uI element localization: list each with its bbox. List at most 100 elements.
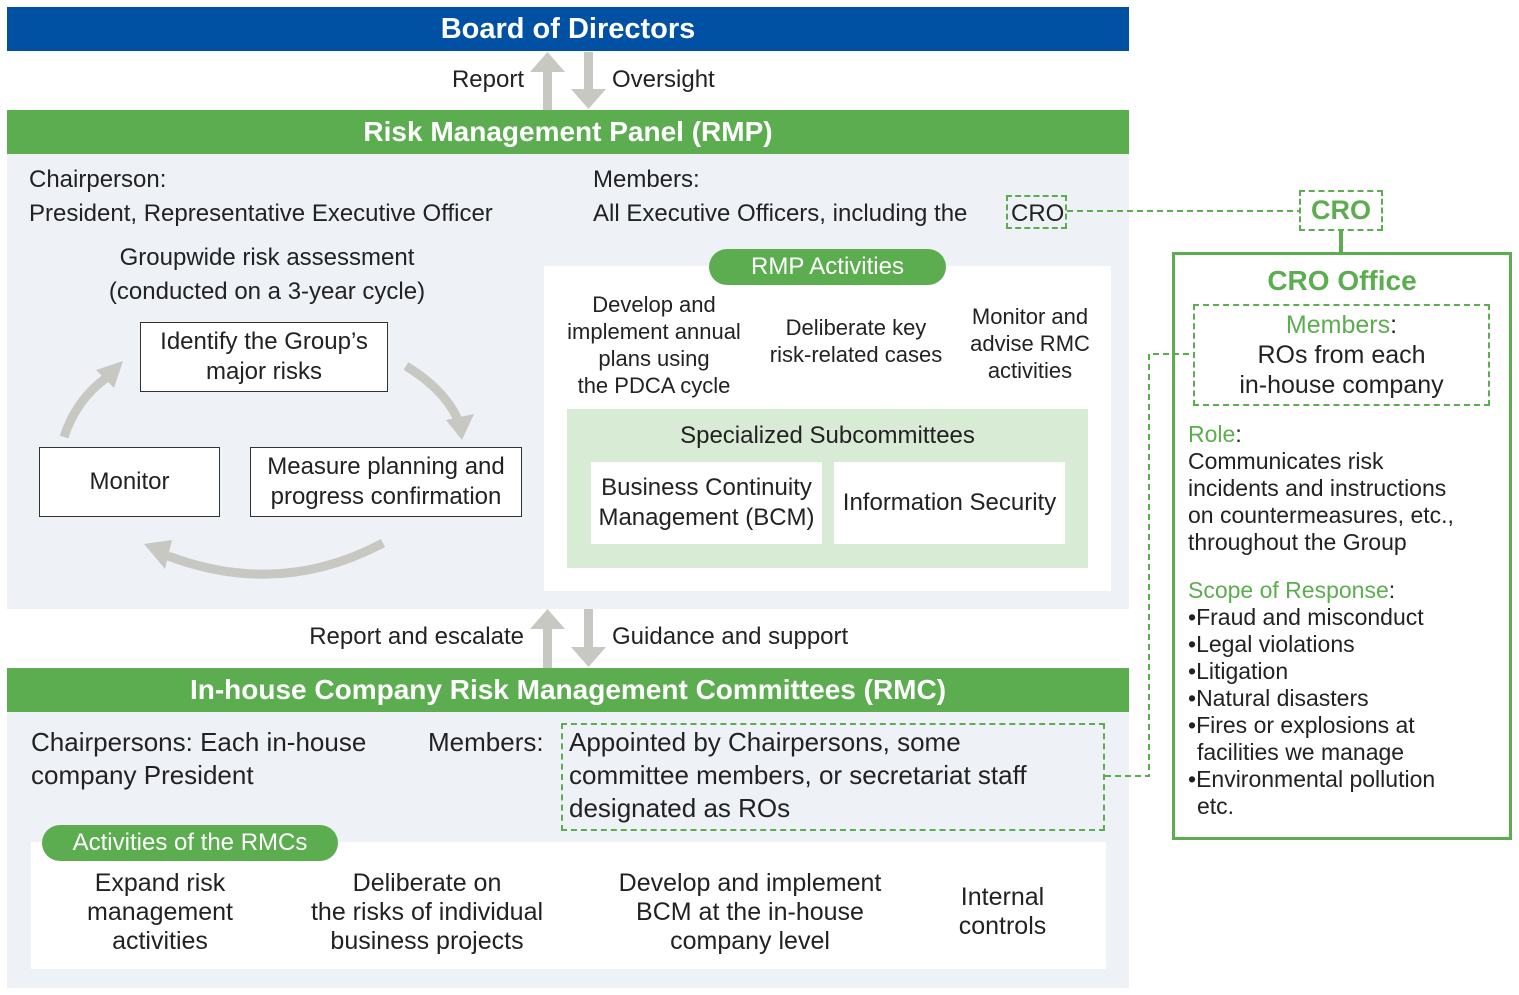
rmp-title: Risk Management Panel (RMP) bbox=[363, 116, 773, 147]
rmc-activity-bcm: Develop and implement BCM at the in-hous… bbox=[595, 869, 905, 956]
scope-item-etc: etc. bbox=[1197, 793, 1235, 819]
rmc-header-bar: In-house Company Risk Management Committ… bbox=[7, 668, 1129, 712]
cro-dashed-box bbox=[1299, 190, 1383, 231]
deliberate-projects-line2: the risks of individual bbox=[310, 898, 544, 926]
rmc-members-label: Members: bbox=[428, 727, 544, 757]
cycle-title-line1: Groupwide risk assessment bbox=[119, 244, 415, 271]
scope-item-facilities: facilities we manage bbox=[1197, 739, 1405, 765]
deliberate-line1: Deliberate key bbox=[785, 315, 927, 340]
scope-item-legal: •Legal violations bbox=[1188, 631, 1355, 657]
measure-line1: Measure planning and bbox=[267, 453, 505, 480]
scope-item-fraud: •Fraud and misconduct bbox=[1188, 604, 1424, 630]
cro-office-title: CRO Office bbox=[1267, 265, 1417, 296]
monitor-rmc-line3: activities bbox=[987, 358, 1073, 383]
cro-role-colon: : bbox=[1235, 421, 1242, 447]
report-escalate-label: Report and escalate bbox=[309, 623, 524, 650]
cro-members-line2: in-house company bbox=[1239, 371, 1444, 399]
rmc-chair-line2: company President bbox=[31, 760, 254, 790]
measure-line2: progress confirmation bbox=[270, 483, 502, 510]
expand-line2: management bbox=[87, 898, 233, 926]
report-label: Report bbox=[451, 66, 524, 93]
rmc-activities-label: Activities of the RMCs bbox=[72, 829, 308, 856]
rmp-header-bar: Risk Management Panel (RMP) bbox=[7, 110, 1129, 154]
deliberate-line2: risk-related cases bbox=[769, 342, 943, 367]
subcommittees-title: Specialized Subcommittees bbox=[680, 422, 975, 449]
rmc-members-value: Appointed by Chairpersons, some committe… bbox=[569, 726, 1027, 825]
cro-members: Members: ROs from each in-house company bbox=[1193, 310, 1490, 400]
guidance-support-label: Guidance and support bbox=[612, 623, 849, 650]
rmp-chair-label: Chairperson: bbox=[29, 166, 167, 193]
report-up-arrow bbox=[530, 52, 565, 110]
guidance-down-arrow bbox=[571, 609, 606, 667]
identify-risks-box: Identify the Group’s major risks bbox=[140, 322, 388, 392]
cro-label: CRO bbox=[1311, 195, 1371, 225]
cro-scope: Scope of Response: •Fraud and misconduct… bbox=[1188, 577, 1508, 820]
cro-members-dashed-box bbox=[1193, 304, 1490, 406]
cro-role-line4: throughout the Group bbox=[1188, 529, 1407, 555]
monitor-box: Monitor bbox=[39, 447, 220, 517]
cro-role: Role: Communicates risk incidents and in… bbox=[1188, 421, 1508, 556]
rmp-members-cro: CRO bbox=[1011, 200, 1065, 227]
cycle-arrow-measure-to-monitor bbox=[144, 539, 386, 579]
internal-line1: Internal bbox=[960, 883, 1045, 911]
oversight-label: Oversight bbox=[612, 66, 715, 93]
report-escalate-up-arrow bbox=[530, 609, 565, 668]
bcm-line2: Management (BCM) bbox=[598, 504, 815, 531]
pdca-line2: implement annual bbox=[567, 319, 741, 344]
expand-line1: Expand risk bbox=[94, 869, 226, 897]
ro-dashed-connector bbox=[1105, 353, 1193, 777]
cro-members-line1: ROs from each bbox=[1257, 341, 1426, 369]
rmp-chair-value: President, Representative Executive Offi… bbox=[29, 200, 493, 227]
deliberate-projects-line3: business projects bbox=[330, 927, 524, 955]
cro-members-colon: : bbox=[1390, 311, 1398, 339]
identify-line2: major risks bbox=[205, 358, 322, 385]
expand-line3: activities bbox=[112, 927, 208, 955]
oversight-down-arrow bbox=[571, 52, 606, 109]
measure-planning-box: Measure planning and progress confirmati… bbox=[250, 447, 522, 517]
rmp-cro-dashed-box bbox=[1006, 195, 1067, 229]
cycle-title-line2: (conducted on a 3-year cycle) bbox=[108, 278, 426, 305]
board-of-directors-bar: Board of Directors bbox=[7, 7, 1129, 51]
cro-scope-label: Scope of Response bbox=[1188, 577, 1389, 603]
rmc-activity-expand: Expand risk management activities bbox=[50, 869, 270, 956]
cycle-arrow-identify-to-measure bbox=[403, 362, 474, 440]
rmp-members-value: All Executive Officers, including the bbox=[593, 200, 968, 227]
cro-members-label: Members bbox=[1285, 311, 1391, 339]
rmc-activities-panel bbox=[31, 842, 1106, 969]
board-title: Board of Directors bbox=[440, 12, 696, 45]
scope-item-fires: •Fires or explosions at bbox=[1188, 712, 1415, 738]
cro-office-box bbox=[1172, 252, 1512, 840]
cro-scope-colon: : bbox=[1388, 577, 1396, 603]
bcm-box: Business Continuity Management (BCM) bbox=[591, 462, 822, 544]
rmc-chair: Chairpersons: Each in-house company Pres… bbox=[31, 726, 366, 792]
cro-role-label: Role bbox=[1188, 421, 1236, 447]
cycle-arrow-monitor-to-identify bbox=[59, 361, 123, 439]
rmc-activity-internal-controls: Internal controls bbox=[925, 883, 1080, 941]
rmc-members-line2: committee members, or secretariat staff bbox=[569, 760, 1027, 790]
rmc-members-line3: designated as ROs bbox=[569, 793, 791, 823]
rmp-activity-pdca: Develop and implement annual plans using… bbox=[552, 291, 756, 399]
scope-item-natural: •Natural disasters bbox=[1188, 685, 1369, 711]
scope-item-environment: •Environmental pollution bbox=[1188, 766, 1436, 792]
infosec-box: Information Security bbox=[834, 462, 1065, 544]
rmc-chair-line1: Chairpersons: Each in-house bbox=[31, 727, 367, 757]
cro-role-line1: Communicates risk bbox=[1188, 448, 1384, 474]
pdca-line3: plans using bbox=[598, 346, 710, 371]
bcm-line1: Business Continuity bbox=[601, 474, 812, 501]
deliberate-projects-line1: Deliberate on bbox=[352, 869, 502, 897]
pdca-line1: Develop and bbox=[592, 292, 716, 317]
rmc-members-dashed-box bbox=[561, 723, 1105, 831]
rmc-members-line1: Appointed by Chairpersons, some bbox=[569, 727, 961, 757]
bcm-level-line3: company level bbox=[670, 927, 830, 955]
monitor-text: Monitor bbox=[89, 468, 170, 495]
identify-line1: Identify the Group’s bbox=[160, 328, 368, 355]
rmp-members-label: Members: bbox=[593, 166, 700, 193]
rmc-title: In-house Company Risk Management Committ… bbox=[189, 674, 947, 705]
bcm-level-line1: Develop and implement bbox=[618, 869, 882, 897]
rmc-activity-deliberate: Deliberate on the risks of individual bu… bbox=[287, 869, 567, 956]
monitor-rmc-line1: Monitor and bbox=[971, 304, 1089, 329]
cro-role-line3: on countermeasures, etc., bbox=[1188, 502, 1454, 528]
pdca-line4: the PDCA cycle bbox=[577, 373, 731, 398]
rmp-activities-pill: RMP Activities bbox=[709, 249, 946, 285]
